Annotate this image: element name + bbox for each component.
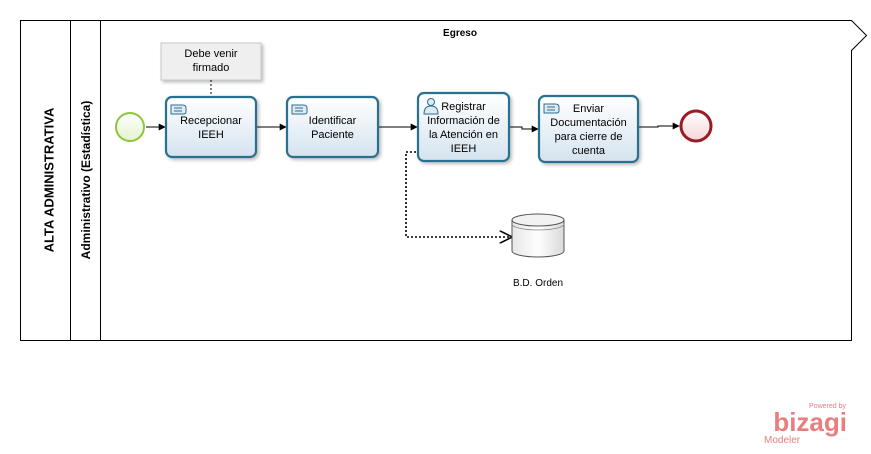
manual-task-icon (291, 104, 308, 115)
task-label-line: la Atención en (429, 129, 498, 141)
manual-task-icon (170, 104, 187, 115)
annotation-line-1: Debe venir (184, 48, 238, 60)
task-label-line: Registrar (441, 101, 486, 113)
flow-registrar-to-enviar[interactable] (509, 125, 539, 133)
task-label-line: Identificar (309, 115, 357, 127)
task-label-line: para cierre de (555, 131, 623, 143)
logo-powered-by: Powered by (809, 403, 846, 410)
task-label-line: Paciente (311, 129, 354, 141)
data-association-registrar-to-bd[interactable] (405, 151, 511, 237)
data-store-label: B.D. Orden (513, 278, 563, 289)
end-event[interactable] (679, 109, 713, 143)
logo-product: Modeler (764, 435, 801, 446)
task-label-line: cuenta (572, 145, 606, 157)
phase-title[interactable]: Egreso (443, 28, 477, 39)
task-label-line: Enviar (573, 103, 605, 115)
logo-brand: bizagi (773, 407, 847, 437)
task-label-line: Recepcionar (180, 115, 242, 127)
task-label-line: Información de (427, 115, 500, 127)
task-label-line: IEEH (198, 129, 224, 141)
flow-enviar-to-end[interactable] (638, 122, 680, 130)
data-store-bd-orden[interactable] (511, 213, 565, 258)
start-event[interactable] (115, 112, 145, 142)
user-task-icon (423, 98, 439, 115)
annotation-line-2: firmado (193, 62, 230, 74)
manual-task-icon (543, 103, 560, 114)
lane-title[interactable]: Administrativo (Estadística) (79, 101, 93, 260)
task-label-line: Documentación (550, 117, 626, 129)
pool-title[interactable]: ALTA ADMINISTRATIVA (41, 107, 56, 252)
pool-border (20, 20, 868, 341)
task-label-line: IEEH (451, 143, 477, 155)
annotation-note[interactable] (160, 42, 262, 81)
bizagi-logo: Powered by bizagi Modeler (764, 403, 847, 446)
